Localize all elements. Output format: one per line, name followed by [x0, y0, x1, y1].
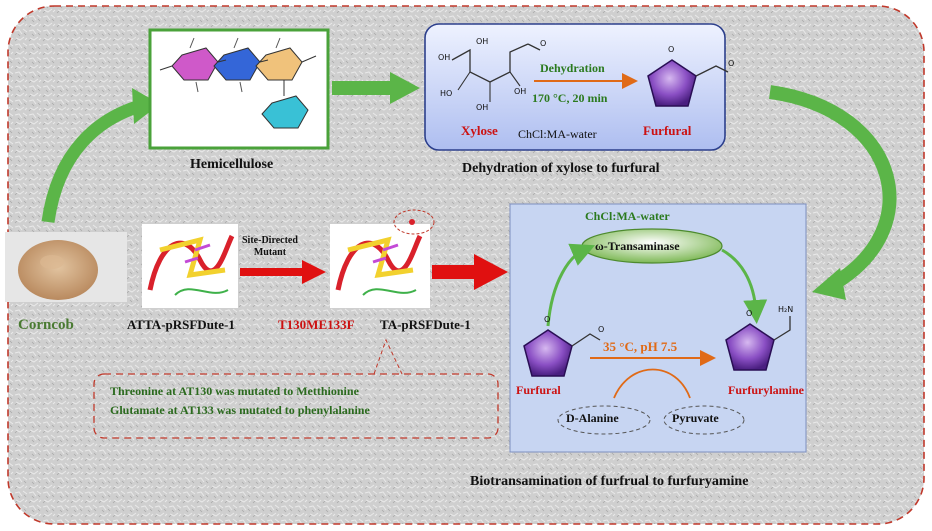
mutation-note-box [93, 373, 499, 439]
d-alanine-label: D-Alanine [566, 411, 619, 425]
dehydration-panel [424, 23, 726, 151]
furfurylamine-o-ring: O [746, 309, 753, 318]
enzyme-label: ω-Transaminase [595, 239, 680, 253]
mutation-note-line2: Glutamate at AT133 was mutated to phenyl… [110, 403, 370, 417]
conditions-bio-label: 35 °C, pH 7.5 [603, 339, 678, 354]
xylose-oh-4: OH [514, 87, 527, 96]
site-directed-line2: Mutant [253, 247, 287, 258]
solvent-top-label: ChCl:MA-water [518, 127, 597, 141]
furfural-bio-label: Furfural [516, 383, 561, 397]
corncob-image [5, 232, 127, 302]
hemicellulose-label: Hemicellulose [190, 157, 274, 172]
xylose-ho-1: HO [440, 89, 453, 98]
xylose-oh-1: OH [476, 37, 489, 46]
furfural-ring-bio [523, 329, 573, 377]
xylose-oh-3: OH [476, 103, 489, 112]
xylose-oh-2: OH [438, 53, 451, 62]
furfural-bio-o-carbonyl: O [598, 325, 605, 334]
arrow-to-biotransamination [769, 85, 897, 293]
dehydration-caption: Dehydration of xylose to furfural [462, 161, 660, 176]
mutant-sites-label: T130ME133F [278, 317, 355, 332]
protein-structure-atta [142, 224, 238, 308]
furfurylamine-ring [725, 323, 775, 371]
arrow-corncob-to-hemicellulose [41, 99, 142, 223]
dehydration-label: Dehydration [540, 61, 605, 75]
parent-strain-label: ATTA-pRSFDute-1 [127, 317, 235, 332]
furfural-ring-top [647, 59, 697, 107]
biotransamination-caption: Biotransamination of furfrual to furfury… [470, 474, 749, 489]
pyruvate-ellipse [663, 405, 745, 435]
mutation-note-line1: Threonine at AT130 was mutated to Metthi… [110, 384, 359, 398]
conditions-top-label: 170 °C, 20 min [532, 91, 608, 105]
furfural-top-o-ring: O [668, 45, 675, 54]
pyruvate-label: Pyruvate [672, 411, 719, 425]
d-alanine-ellipse [557, 405, 651, 435]
site-directed-label: Site-Directed Mutant [242, 236, 298, 258]
furfural-bio-o-ring: O [544, 315, 551, 324]
corncob-label: Corncob [18, 317, 74, 333]
site-directed-line1: Site-Directed [242, 235, 298, 246]
hemicellulose-structure [148, 28, 330, 150]
furfurylamine-nh2: H₂N [778, 305, 794, 314]
protein-structure-mutant [330, 209, 435, 308]
mutant-plasmid-label: TA-pRSFDute-1 [380, 317, 471, 332]
furfural-top-label: Furfural [643, 123, 692, 138]
xylose-label: Xylose [461, 123, 498, 138]
furfural-top-o-carbonyl: O [728, 59, 735, 68]
furfurylamine-label: Furfurylamine [728, 383, 804, 397]
solvent-bio-label: ChCl:MA-water [585, 209, 670, 223]
xylose-o: O [540, 39, 547, 48]
